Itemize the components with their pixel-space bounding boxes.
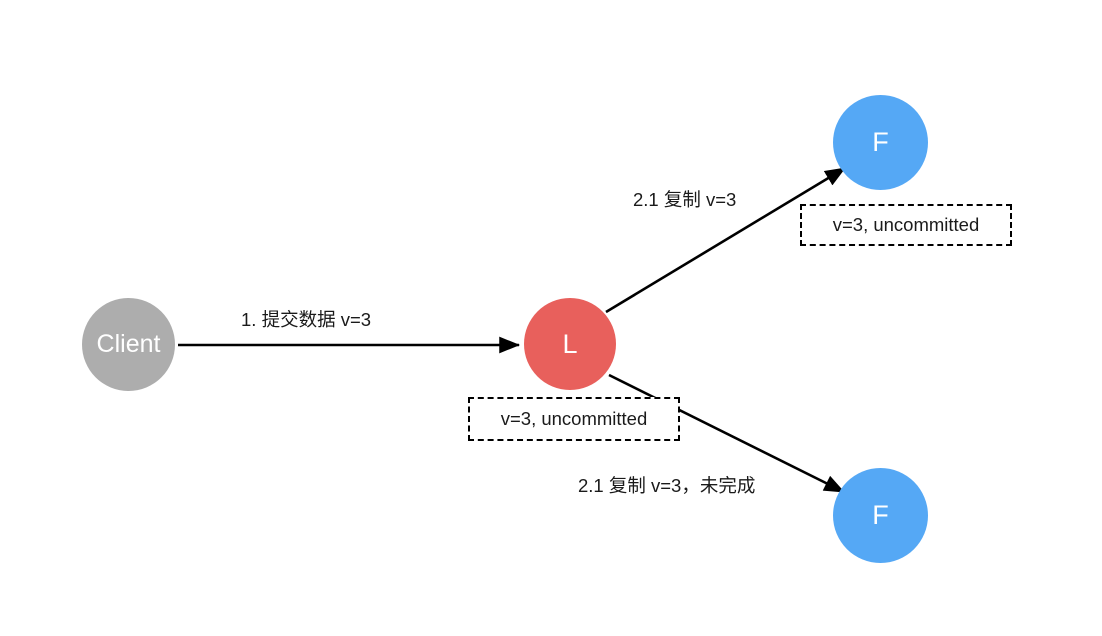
node-follower-bottom-label: F — [872, 500, 889, 530]
state-box-follower-top: v=3, uncommitted — [800, 204, 1012, 246]
edge-label-leader-to-follower-bottom: 2.1 复制 v=3，未完成 — [578, 475, 756, 496]
node-client-label: Client — [96, 330, 161, 358]
node-follower-top[interactable]: F — [833, 95, 928, 190]
node-follower-bottom[interactable]: F — [833, 468, 928, 563]
node-leader[interactable]: L — [524, 298, 616, 390]
edge-label-client-to-leader: 1. 提交数据 v=3 — [241, 309, 372, 330]
node-follower-top-label: F — [872, 127, 889, 157]
state-box-follower-top-text: v=3, uncommitted — [832, 213, 980, 235]
edge-label-leader-to-follower-top: 2.1 复制 v=3 — [633, 189, 737, 210]
node-client[interactable]: Client — [82, 298, 175, 391]
node-leader-label: L — [562, 328, 578, 359]
state-box-leader-text: v=3, uncommitted — [500, 407, 648, 429]
state-box-leader: v=3, uncommitted — [468, 397, 680, 441]
